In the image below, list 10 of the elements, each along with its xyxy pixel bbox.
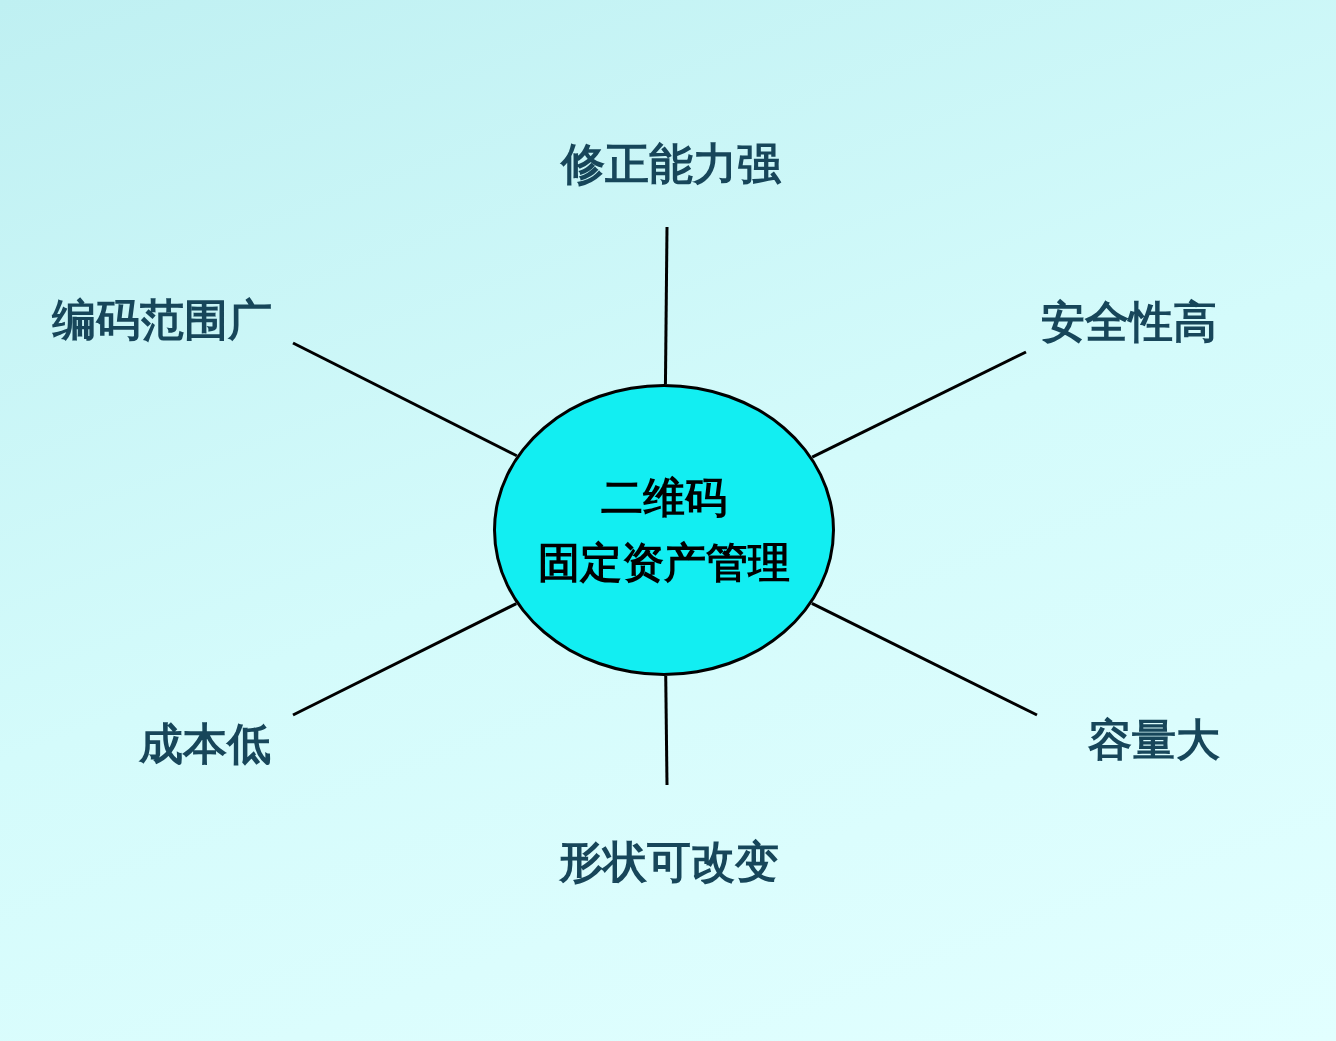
feature-label: 成本低 <box>139 719 271 769</box>
feature-label: 形状可改变 <box>559 837 779 887</box>
connector-line <box>664 675 669 785</box>
connector-line <box>663 227 669 385</box>
feature-label: 安全性高 <box>1041 297 1217 347</box>
center-title: 固定资产管理 <box>538 537 790 589</box>
center-title: 二维码 <box>601 471 727 524</box>
feature-label: 编码范围广 <box>52 295 272 345</box>
feature-label: 修正能力强 <box>561 139 781 189</box>
feature-label: 容量大 <box>1088 715 1220 765</box>
